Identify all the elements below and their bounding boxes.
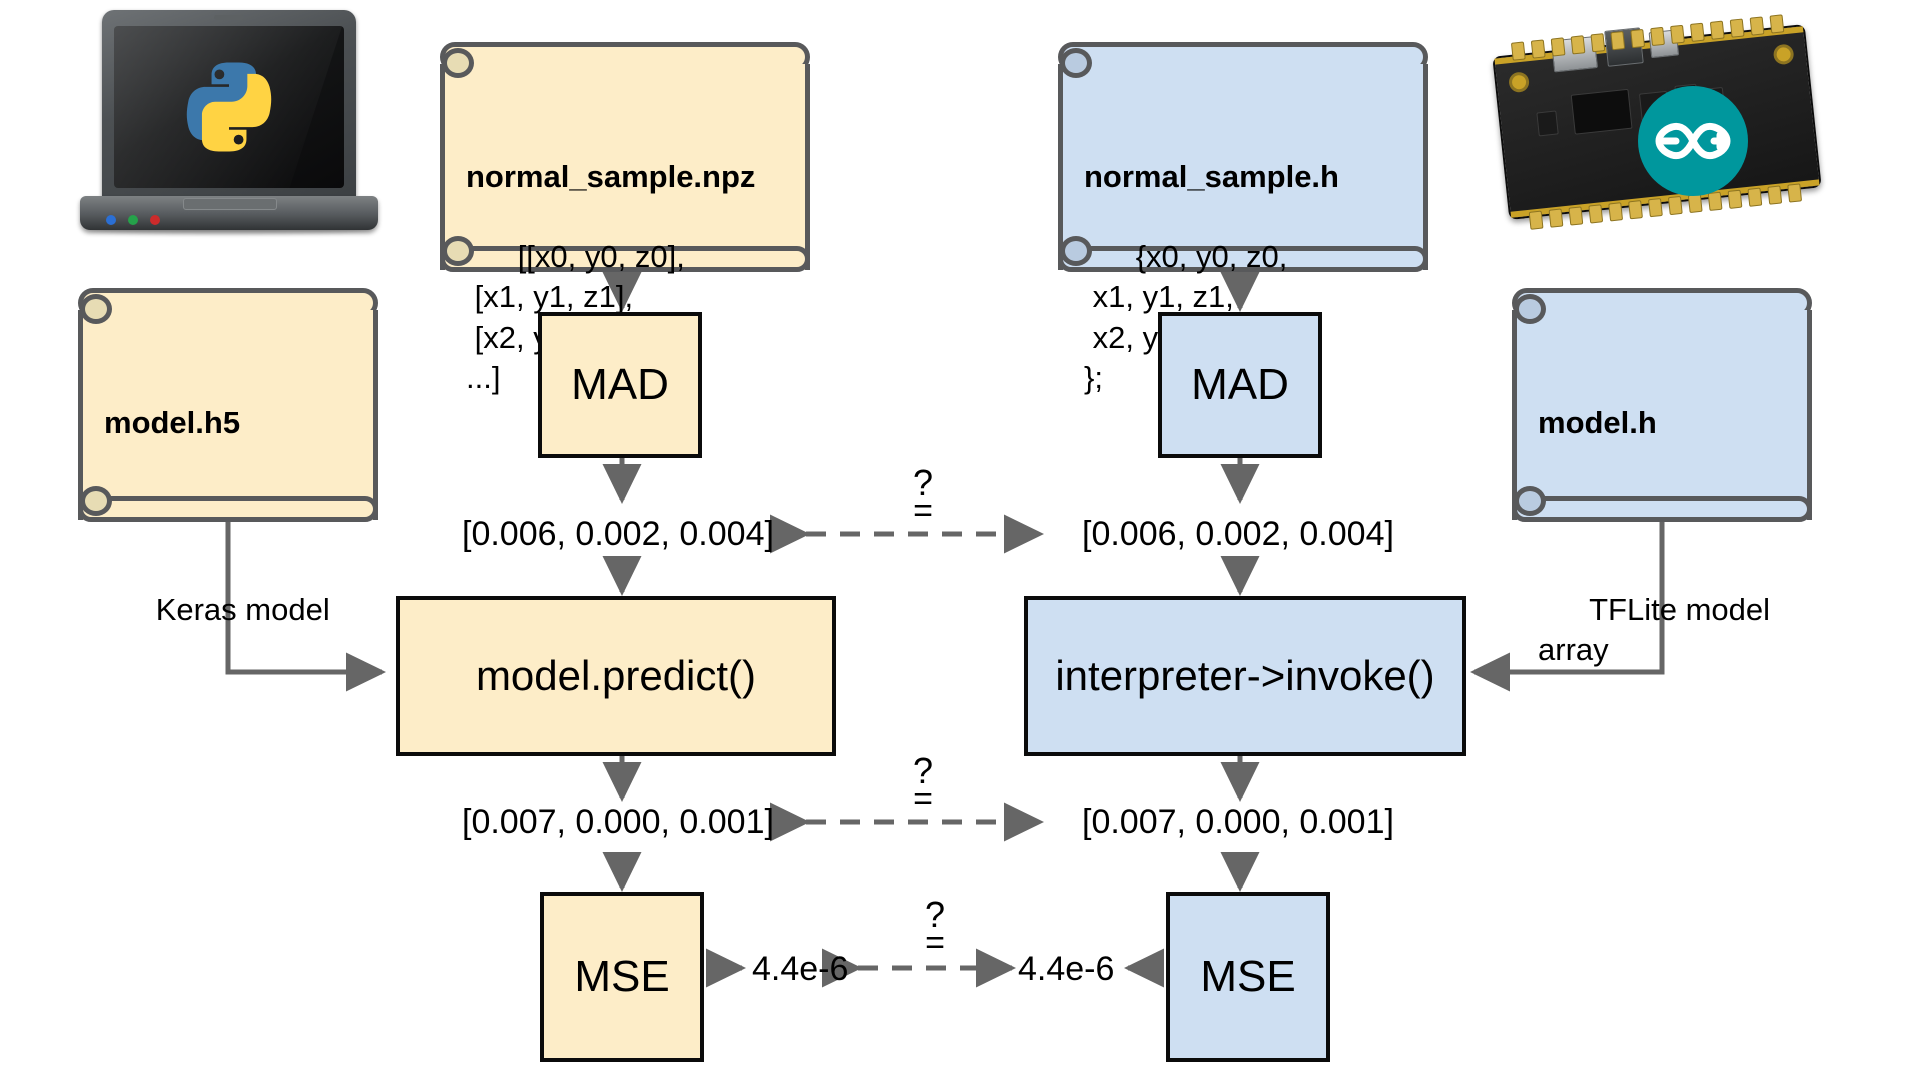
- note-normal-sample-npz: normal_sample.npz [[x0, y0, z0], [x1, y1…: [440, 42, 810, 395]
- box-mse-left[interactable]: MSE: [540, 892, 704, 1062]
- note-lines: Keras model: [155, 591, 330, 627]
- value-mad-output-left: [0.006, 0.002, 0.004]: [462, 515, 774, 553]
- note-bottom-edge: [78, 496, 378, 522]
- note-body: [78, 310, 378, 520]
- equals-glyph: =: [925, 923, 945, 962]
- note-body: [1058, 64, 1428, 270]
- note-curl-bottom-left-icon: [442, 236, 474, 266]
- value-mse-output-left: 4.4e-6: [752, 950, 849, 988]
- question-mark-glyph: ?: [924, 894, 946, 935]
- note-body: [1512, 310, 1812, 520]
- note-title: model.h5: [104, 404, 241, 440]
- box-mad-left[interactable]: MAD: [538, 312, 702, 458]
- note-model-h5: model.h5 Keras model: [78, 288, 378, 627]
- box-label: interpreter->invoke(): [1055, 651, 1435, 699]
- arduino-board-icon: [1490, 14, 1822, 248]
- note-curl-bottom-left-icon: [1060, 236, 1092, 266]
- comparison-mad-question-equals: ? =: [898, 462, 948, 530]
- comparison-mse-question-equals: ? =: [910, 894, 960, 962]
- note-body: [440, 64, 810, 270]
- note-content: model.h5 Keras model: [104, 322, 364, 627]
- box-label: MAD: [1191, 359, 1289, 409]
- note-bottom-edge: [1512, 496, 1812, 522]
- box-label: MSE: [1200, 951, 1296, 1001]
- laptop-ports-icon: [106, 215, 160, 225]
- note-curl-top-left-icon: [80, 294, 112, 324]
- equals-glyph: =: [913, 779, 933, 818]
- note-curl-top-left-icon: [442, 48, 474, 78]
- note-content: model.h TFLite model array: [1538, 322, 1798, 667]
- note-curl-top-left-icon: [1514, 294, 1546, 324]
- value-mse-output-right: 4.4e-6: [1018, 950, 1115, 988]
- note-curl-bottom-left-icon: [80, 486, 112, 516]
- note-curl-bottom-left-icon: [1514, 486, 1546, 516]
- note-bottom-edge: [440, 246, 810, 272]
- question-mark-glyph: ?: [912, 462, 934, 503]
- value-mad-output-right: [0.006, 0.002, 0.004]: [1082, 515, 1394, 553]
- note-title: model.h: [1538, 404, 1657, 440]
- box-label: MSE: [574, 951, 670, 1001]
- note-title: normal_sample.npz: [466, 158, 756, 194]
- box-mad-right[interactable]: MAD: [1158, 312, 1322, 458]
- box-model-predict[interactable]: model.predict(): [396, 596, 836, 756]
- note-model-h: model.h TFLite model array: [1512, 288, 1812, 667]
- arduino-infinity-logo-icon: [1638, 86, 1748, 196]
- note-curl-top-left-icon: [1060, 48, 1092, 78]
- note-content: normal_sample.npz [[x0, y0, z0], [x1, y1…: [466, 76, 796, 395]
- box-mse-right[interactable]: MSE: [1166, 892, 1330, 1062]
- box-interpreter-invoke[interactable]: interpreter->invoke(): [1024, 596, 1466, 756]
- question-mark-glyph: ?: [912, 750, 934, 791]
- comparison-predict-question-equals: ? =: [898, 750, 948, 818]
- note-content: normal_sample.h {x0, y0, z0, x1, y1, z1,…: [1084, 76, 1414, 395]
- value-invoke-output-right: [0.007, 0.000, 0.001]: [1082, 803, 1394, 841]
- note-lines: TFLite model array: [1538, 591, 1771, 668]
- box-label: MAD: [571, 359, 669, 409]
- note-normal-sample-h: normal_sample.h {x0, y0, z0, x1, y1, z1,…: [1058, 42, 1428, 395]
- note-title: normal_sample.h: [1084, 158, 1339, 194]
- note-bottom-edge: [1058, 246, 1428, 272]
- box-label: model.predict(): [475, 651, 757, 699]
- value-predict-output-left: [0.007, 0.000, 0.001]: [462, 803, 774, 841]
- python-logo-icon: [186, 62, 272, 152]
- python-laptop-icon: [80, 10, 380, 236]
- equals-glyph: =: [913, 491, 933, 530]
